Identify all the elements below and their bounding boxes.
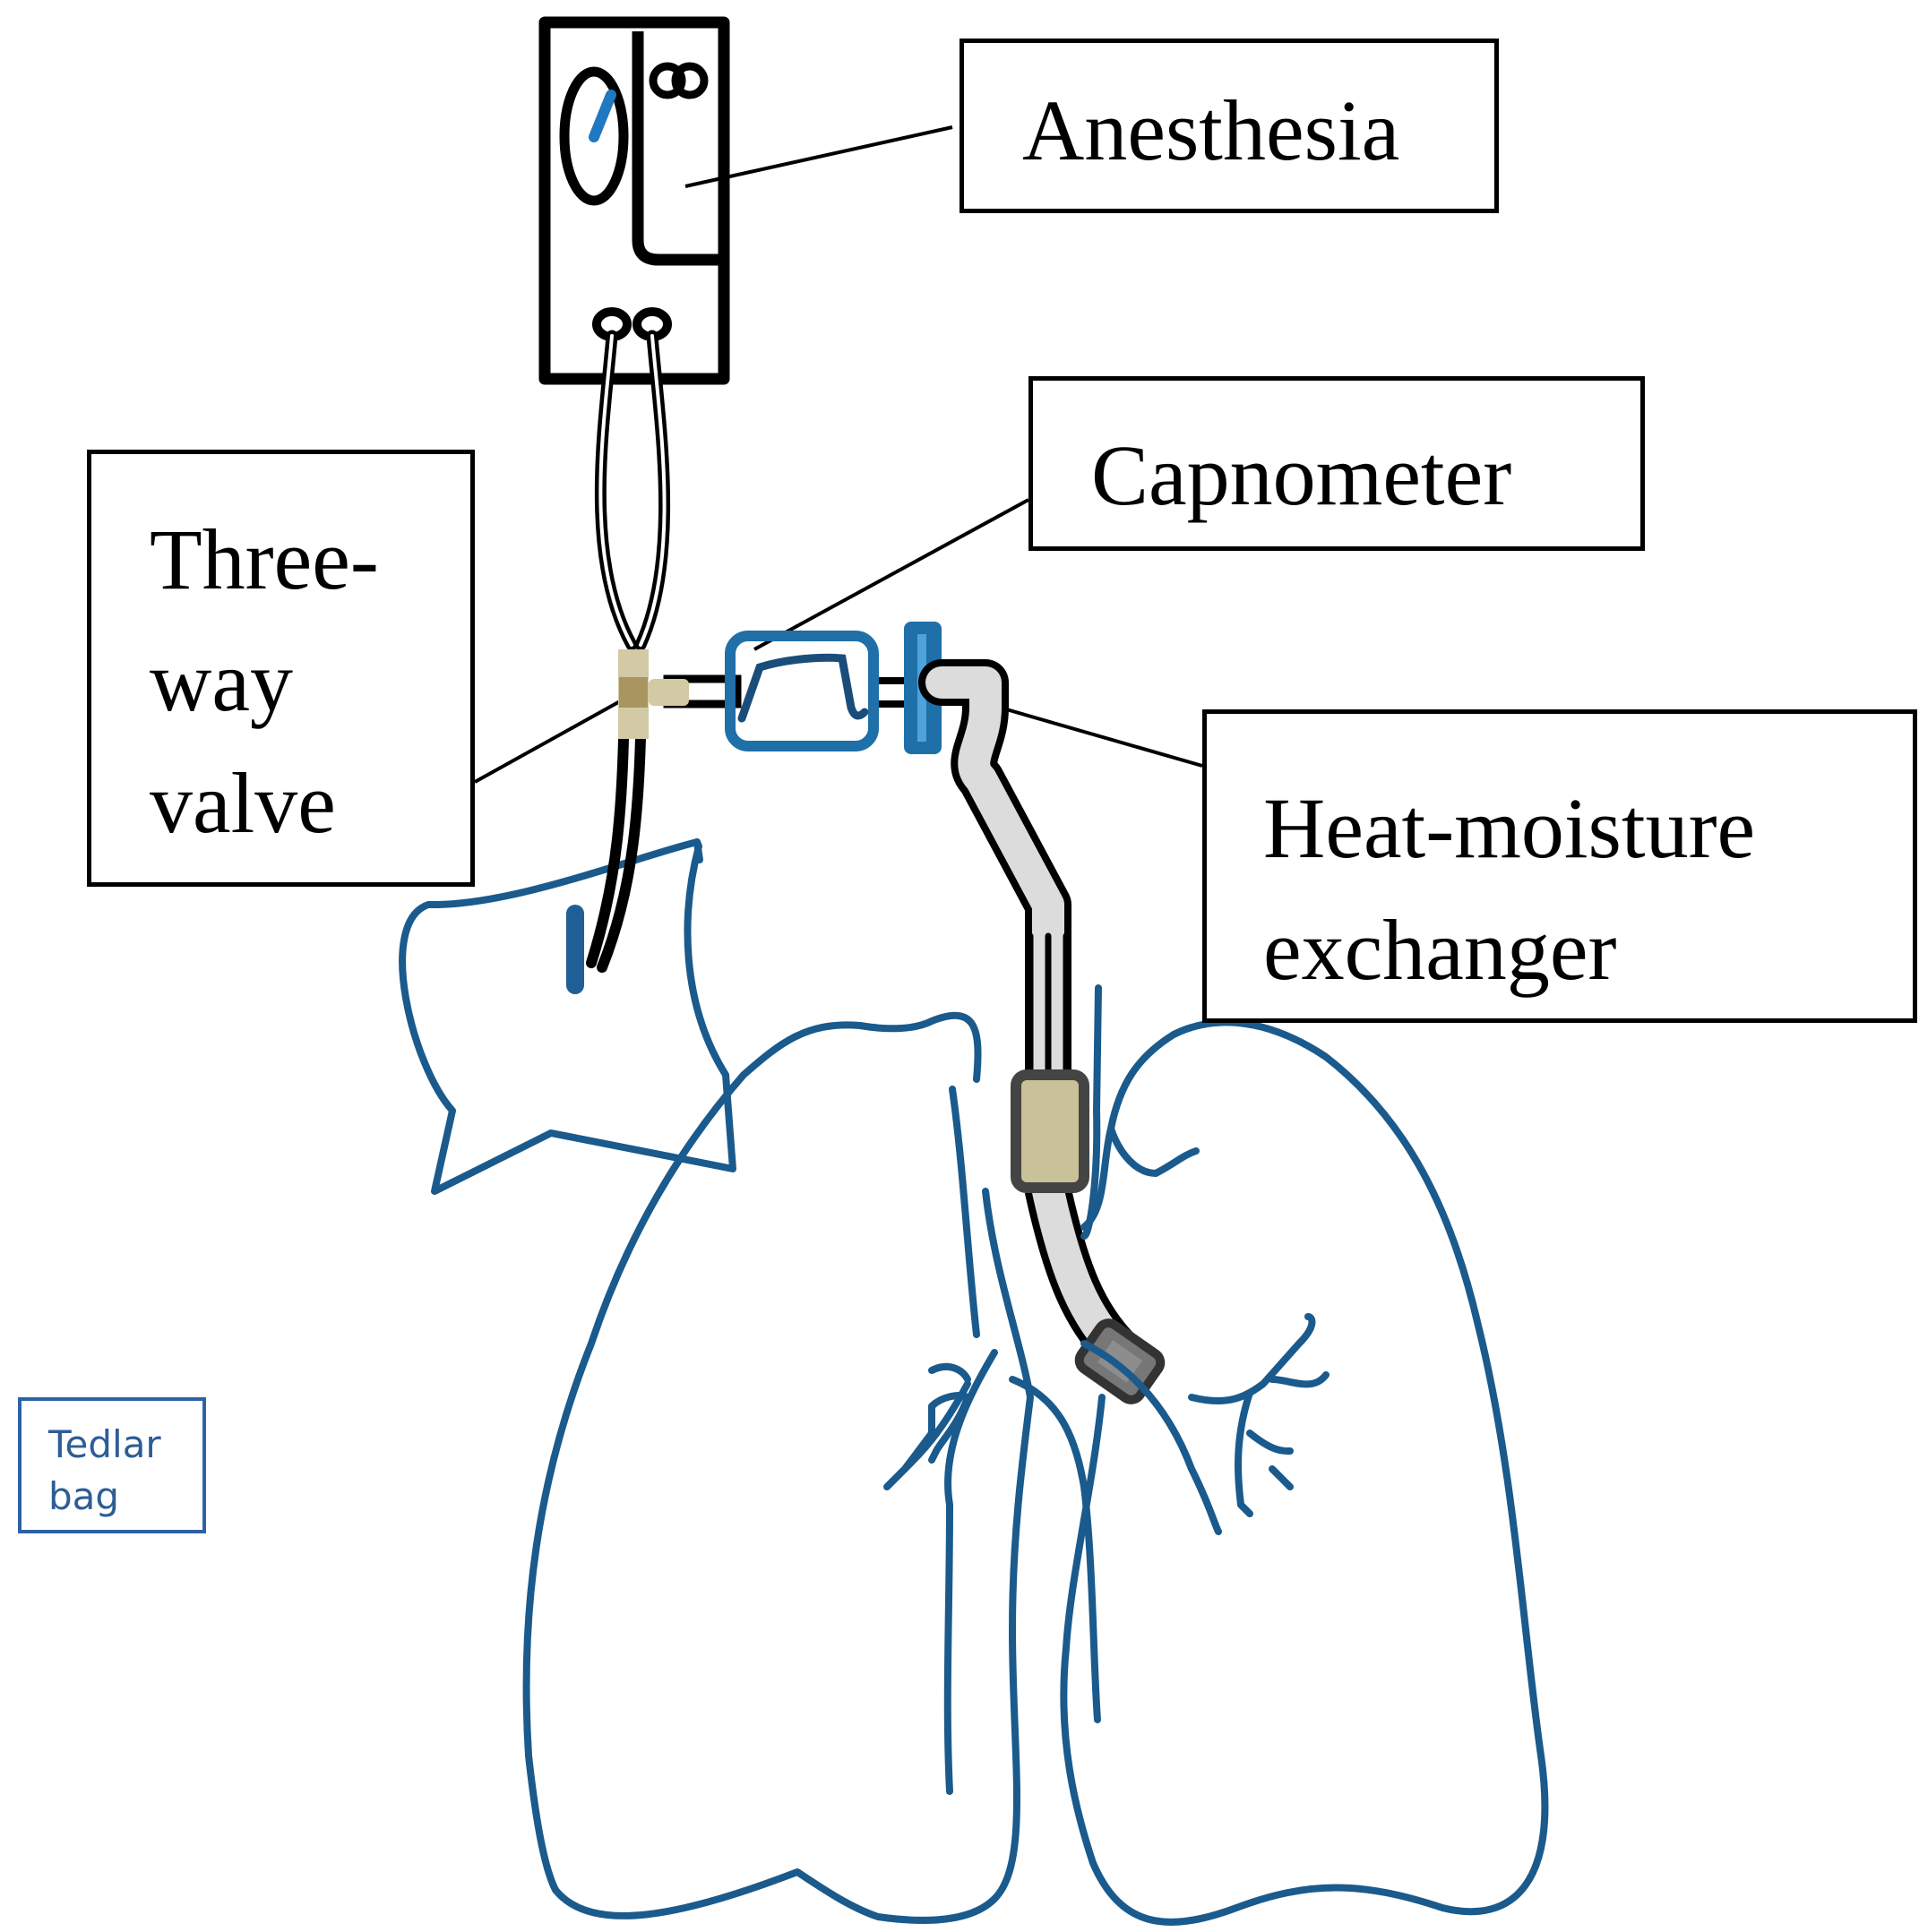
anesthesia-label: Anesthesia	[1022, 82, 1400, 178]
three-way-valve-label-line-3: valve	[150, 755, 336, 851]
tedlar-bag-label-line-1: Tedlar	[48, 1422, 161, 1466]
hme-label-line-2: exchanger	[1263, 902, 1617, 998]
hme-label-box: Heat-moisture exchanger	[1202, 709, 1917, 1023]
heat-moisture-exchanger-icon	[1011, 1069, 1089, 1193]
leader-line-three-way-valve	[474, 691, 637, 784]
hme-label: Heat-moisture exchanger	[1263, 768, 1908, 1011]
leader-line-capnometer	[753, 498, 1029, 651]
tedlar-bag-label-line-2: bag	[48, 1474, 120, 1518]
anesthesia-label-box: Anesthesia	[960, 39, 1499, 213]
capnometer-label: Capnometer	[1091, 427, 1512, 523]
three-way-valve-label-line-2: way	[150, 633, 293, 729]
tedlar-bag-icon	[399, 838, 736, 1195]
tedlar-bag-label: Tedlar bag	[48, 1419, 161, 1523]
three-way-valve-label-line-1: Three-	[150, 511, 379, 607]
three-way-valve-icon	[618, 649, 689, 739]
anesthesia-machine-icon	[538, 16, 730, 385]
three-way-valve-label-box: Three- way valve	[87, 450, 475, 887]
leader-line-anesthesia	[684, 125, 953, 188]
capnometer-sensor-icon	[725, 622, 942, 754]
lungs-icon	[522, 984, 1549, 1926]
bag-hose	[566, 693, 647, 994]
hme-label-line-1: Heat-moisture	[1263, 780, 1756, 876]
anesthesia-hoses	[594, 330, 671, 651]
three-way-valve-label: Three- way valve	[150, 499, 454, 864]
capnometer-label-box: Capnometer	[1028, 376, 1645, 551]
tedlar-bag-label-box: Tedlar bag	[18, 1397, 206, 1533]
